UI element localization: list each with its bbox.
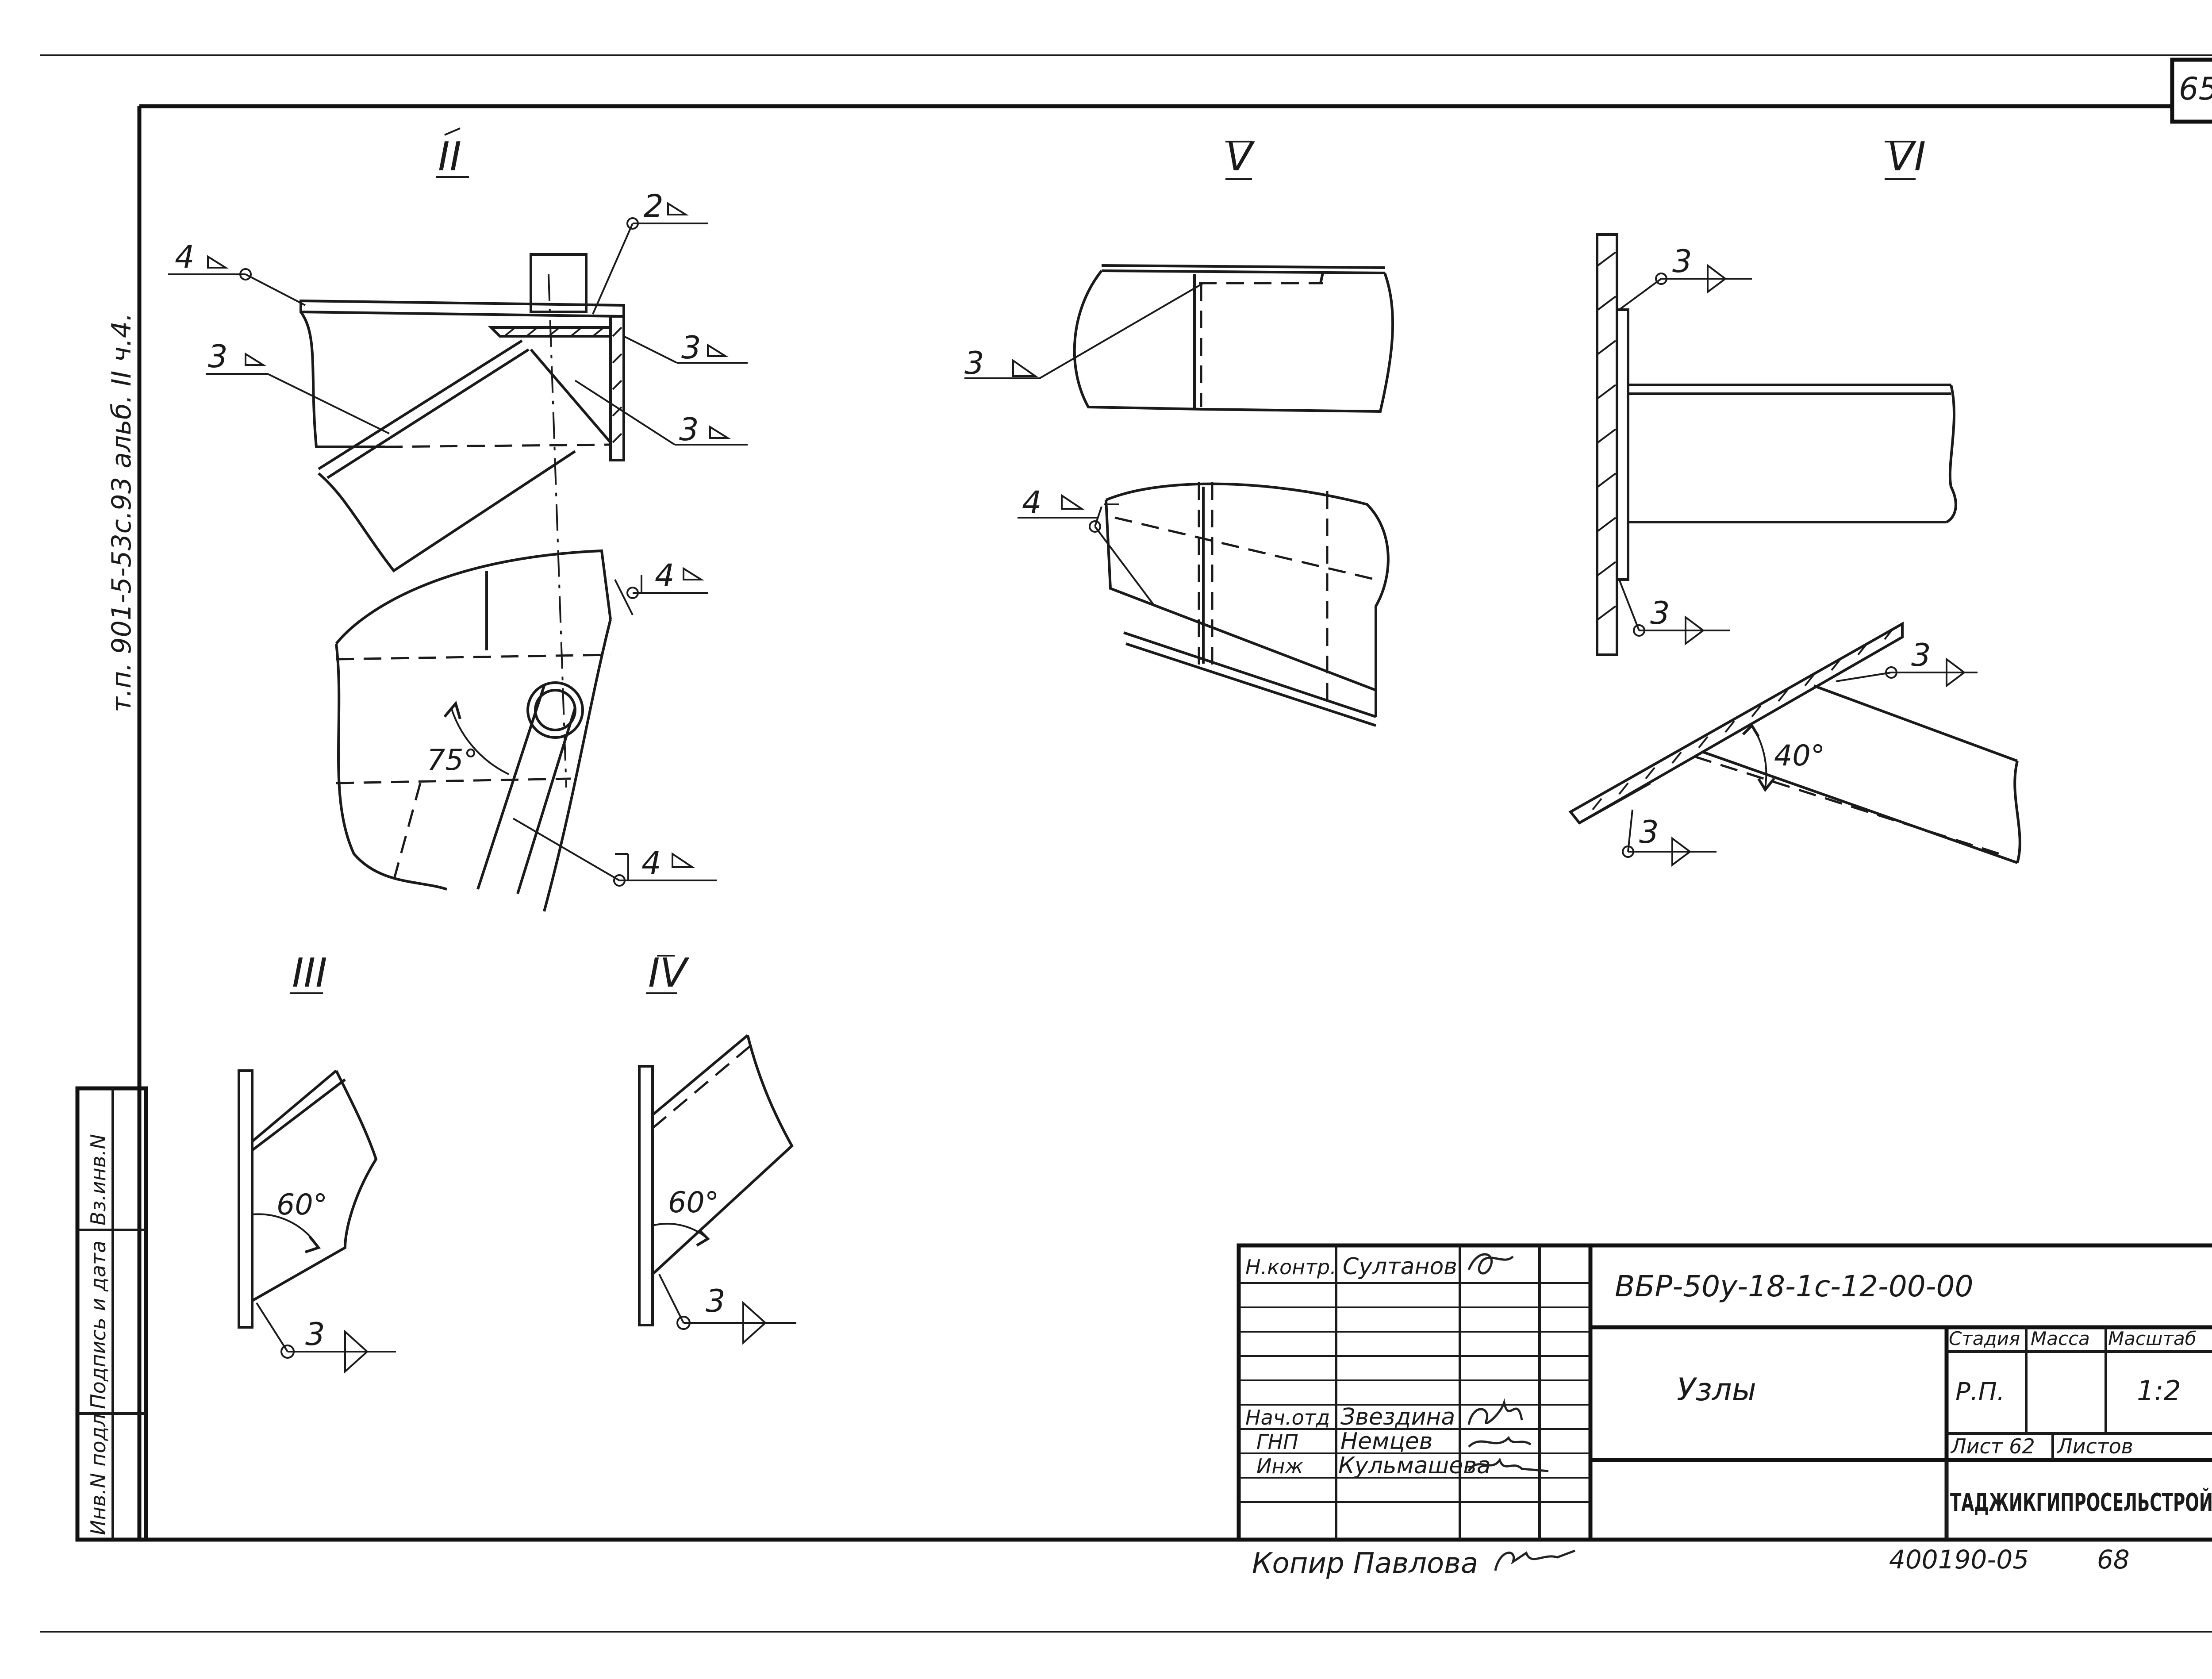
binding-label-signature-date: Подпись и дата	[86, 1241, 110, 1409]
archive-sheet: 68	[2097, 1545, 2130, 1575]
stage-header: Стадия	[1949, 1328, 2020, 1349]
name-n-kontr: Султанов	[1343, 1253, 1457, 1280]
role-n-kontr: Н.контр.	[1245, 1255, 1336, 1279]
view-V-weld-label-1: 3	[964, 345, 984, 381]
sheet-label: Лист 62	[1950, 1434, 2035, 1458]
view-II-title: II	[438, 134, 461, 180]
archive-number: 400190-05	[1889, 1545, 2029, 1575]
page-number: 65	[2179, 71, 2212, 107]
view-VI-title: VI	[1887, 134, 1926, 180]
scale-value: 1:2	[2137, 1375, 2181, 1407]
view-V-title: V	[1225, 134, 1255, 180]
view-III-angle: 60°	[276, 1188, 327, 1222]
role-gnp: ГНП	[1256, 1430, 1298, 1454]
view-II-angle: 75°	[427, 744, 478, 777]
drawing-name: Узлы	[1677, 1372, 1756, 1408]
view-VI-weld-label-2: 3	[1650, 595, 1670, 631]
signature-sultanov	[1467, 1253, 1514, 1275]
view-VI-weld-label-3: 3	[1911, 637, 1931, 673]
binding-column: Инв.N подл Подпись и дата Вз.инв.N	[75, 1086, 148, 1542]
name-nach-otd: Звездина	[1340, 1404, 1455, 1430]
side-reference: т.п. 901-5-53с.93 альб. II ч.4.	[106, 313, 137, 712]
signature-pavlova	[1494, 1549, 1575, 1571]
signature-kulmasheva	[1467, 1457, 1549, 1472]
view-III: III 60° 3	[238, 950, 396, 1374]
view-II-weld-label-6: 4	[655, 557, 675, 594]
binding-label-inv-podl: Инв.N подл	[86, 1414, 110, 1535]
view-VI-weld-label-4: 3	[1639, 814, 1659, 850]
view-II: II	[168, 127, 748, 912]
binding-label-vz-inv: Вз.инв.N	[86, 1134, 110, 1226]
view-II-weld-label-1: 4	[175, 239, 195, 275]
view-V: V 3 4	[964, 134, 1394, 727]
drawing-designation: ВБР-50у-18-1с-12-00-00	[1615, 1269, 1974, 1303]
page-number-box	[2170, 58, 2212, 124]
stage-value: Р.П.	[1955, 1378, 2005, 1406]
role-nach-otd: Нач.отд	[1245, 1406, 1330, 1429]
copied-by: Копир Павлова	[1252, 1547, 1478, 1580]
view-VI-angle: 40°	[1774, 739, 1825, 772]
view-VI-weld-label-1: 3	[1672, 243, 1692, 280]
view-IV-title: IV	[648, 950, 690, 996]
view-II-weld-label-4: 3	[681, 330, 701, 366]
sheets-label: Листов	[2056, 1434, 2133, 1458]
view-V-weld-label-2: 4	[1022, 484, 1042, 521]
view-II-weld-label-5: 3	[679, 411, 699, 448]
view-II-weld-label-7: 4	[641, 845, 661, 881]
role-inzh: Инж	[1256, 1454, 1303, 1478]
view-IV: IV 60° 3	[638, 950, 796, 1345]
view-III-weld-label: 3	[305, 1316, 325, 1352]
view-II-weld-label-3: 3	[208, 338, 228, 375]
view-III-title: III	[292, 950, 327, 996]
view-II-weld-label-2: 2	[644, 188, 664, 224]
mass-header: Масса	[2031, 1328, 2090, 1349]
signature-zvezdina	[1467, 1398, 1523, 1425]
view-VI: VI 3 3	[1568, 134, 2021, 867]
title-block: Н.контр. Султанов Нач.отд Звездина ГНП Н…	[1237, 1243, 2212, 1542]
scale-header: Масштаб	[2108, 1328, 2197, 1349]
organization: ТАДЖИКГИПРОСЕЛЬСТРОЙ	[1950, 1488, 2212, 1517]
name-inzh: Кульмашева	[1338, 1452, 1491, 1479]
signature-nemtsev	[1468, 1436, 1532, 1448]
view-II-axis	[548, 274, 567, 788]
name-gnp: Немцев	[1340, 1428, 1432, 1455]
view-IV-angle: 60°	[668, 1186, 719, 1219]
view-IV-weld-label: 3	[706, 1283, 726, 1319]
